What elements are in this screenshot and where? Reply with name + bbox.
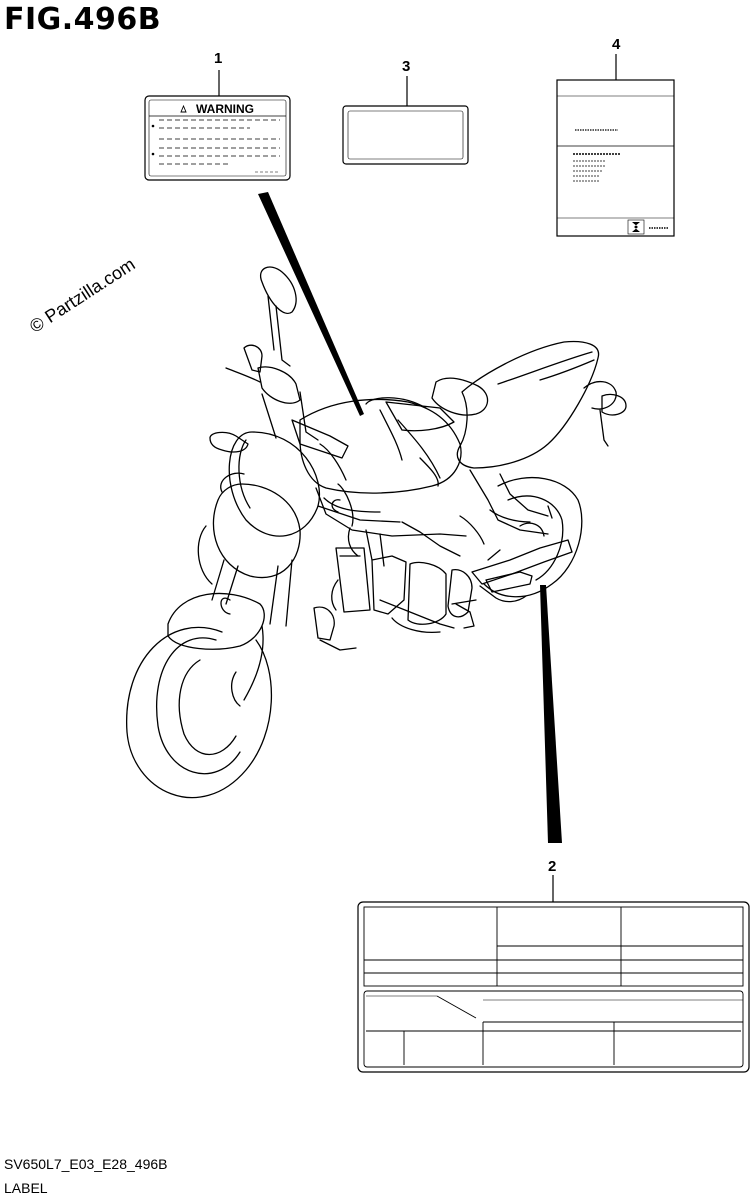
callout-2[interactable]: 2 — [548, 858, 557, 875]
suzuki-logo-icon — [632, 222, 640, 232]
callout-3[interactable]: 3 — [402, 58, 411, 75]
warning-label-part-1[interactable]: WARNING — [144, 70, 291, 181]
figure-label: LABEL — [4, 1180, 48, 1196]
blank-label-part-3[interactable] — [342, 76, 469, 165]
data-plate-label-part-2[interactable] — [357, 875, 750, 1073]
leader-line-part-1 — [258, 192, 364, 416]
callout-4[interactable]: 4 — [612, 36, 621, 53]
owners-manual-part-4[interactable] — [556, 54, 675, 237]
figure-title: FIG.496B — [4, 2, 162, 37]
warning-triangle-icon — [180, 104, 187, 113]
callout-1[interactable]: 1 — [214, 50, 223, 67]
figure-code: SV650L7_E03_E28_496B — [4, 1156, 168, 1172]
motorcycle-outline — [126, 266, 627, 799]
leader-line-part-2 — [540, 585, 562, 843]
warning-heading: WARNING — [196, 102, 254, 116]
